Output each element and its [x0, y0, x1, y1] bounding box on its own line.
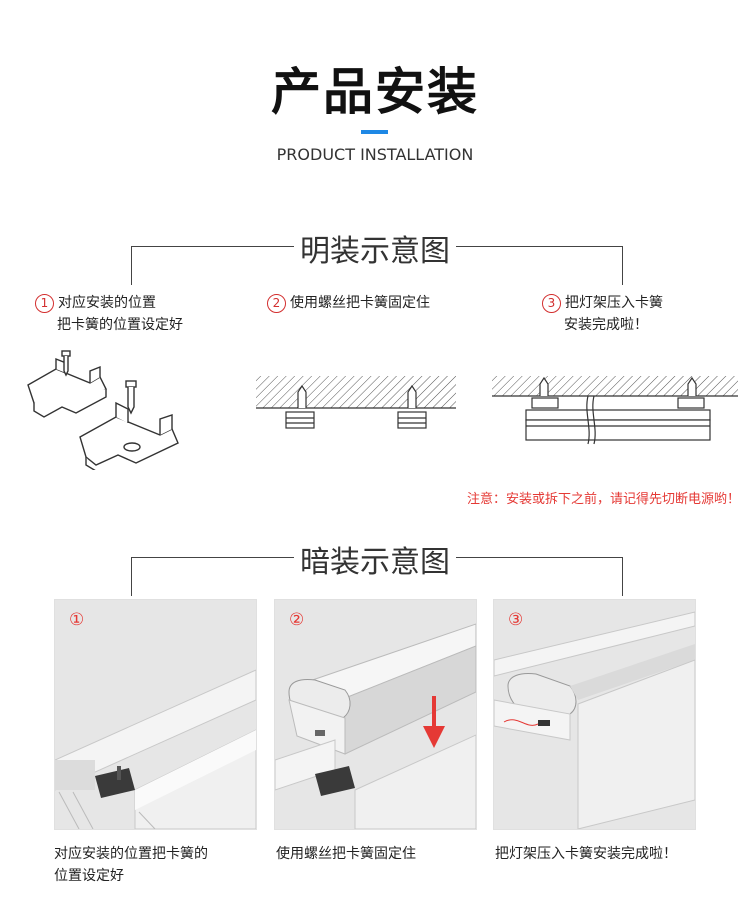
illustration-screw-clips — [256, 376, 456, 429]
page-title: 产品安装 — [271, 63, 479, 121]
panel-3-illustration — [494, 611, 695, 829]
caption-line1: 把灯架压入卡簧安装完成啦！ — [495, 846, 677, 862]
recessed-panel-1: ① — [54, 599, 257, 830]
step-text-line1: 把灯架压入卡簧 — [565, 295, 663, 311]
section-title-recessed: 暗装示意图 — [0, 537, 750, 581]
title-accent-bar — [361, 130, 388, 134]
page-subtitle: PRODUCT INSTALLATION — [276, 145, 474, 164]
panel-1-illustration — [55, 669, 256, 829]
panel-number: ③ — [508, 610, 524, 630]
section-title-surface-text: 明装示意图 — [294, 234, 456, 269]
section-title-surface: 明装示意图 — [0, 226, 750, 270]
recessed-caption-1: 对应安装的位置把卡簧的 位置设定好 — [54, 843, 254, 887]
recessed-panel-2: ② — [274, 599, 477, 830]
caption-line1: 使用螺丝把卡簧固定住 — [276, 846, 416, 862]
step-text-line1: 对应安装的位置 — [58, 295, 156, 311]
recessed-caption-2: 使用螺丝把卡簧固定住 — [276, 843, 476, 865]
step-number-badge: 1 — [35, 293, 54, 313]
recessed-panel-3: ③ — [493, 599, 696, 830]
panel-number: ② — [289, 610, 305, 630]
caption-line2: 位置设定好 — [54, 868, 124, 884]
step-number-badge: 2 — [267, 293, 286, 313]
step-number-badge: 3 — [542, 293, 561, 313]
section-title-recessed-text: 暗装示意图 — [294, 545, 456, 580]
illustration-clips-screws — [27, 350, 179, 470]
step-text-line2: 安装完成啦！ — [564, 317, 648, 333]
step-text-line2: 把卡簧的位置设定好 — [57, 317, 183, 333]
panel-2-illustration — [275, 623, 476, 829]
panel-number: ① — [69, 610, 85, 630]
recessed-caption-3: 把灯架压入卡簧安装完成啦！ — [495, 843, 705, 865]
warning-note: 注意：安装或拆下之前，请记得先切断电源哟！ — [466, 492, 740, 507]
step-text-line1: 使用螺丝把卡簧固定住 — [290, 295, 430, 311]
caption-line1: 对应安装的位置把卡簧的 — [54, 846, 208, 862]
illustration-fixture-mounted — [492, 376, 738, 445]
